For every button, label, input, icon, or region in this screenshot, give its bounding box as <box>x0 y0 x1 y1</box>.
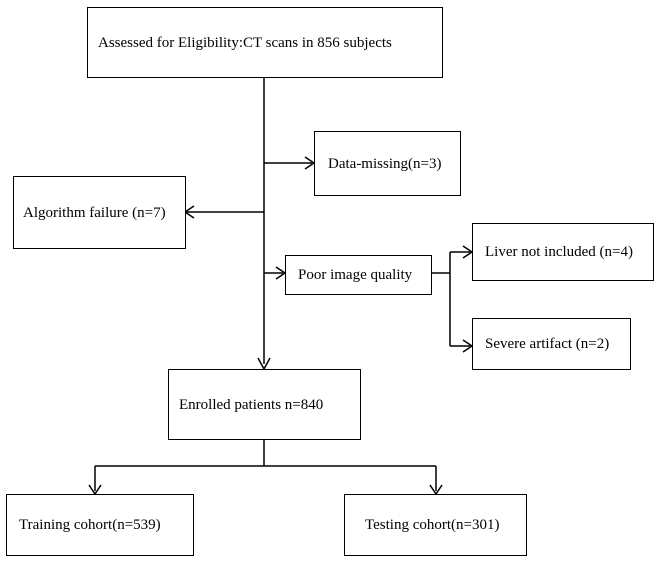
algorithm-failure-label: Algorithm failure (n=7) <box>23 204 166 221</box>
liver-not-included-label: Liver not included (n=4) <box>485 244 634 260</box>
severe-artifact-box: Severe artifact (n=2) <box>472 318 631 370</box>
training-cohort-box: Training cohort(n=539) <box>6 494 194 556</box>
poor-image-quality-label: Poor image quality <box>298 267 413 283</box>
algorithm-failure-box: Algorithm failure (n=7) <box>13 176 186 249</box>
enrolled-patients-label: Enrolled patients n=840 <box>179 396 324 413</box>
enrolled-patients-box: Enrolled patients n=840 <box>168 369 361 440</box>
assessed-eligibility-label: Assessed for Eligibility:CT scans in 856… <box>98 34 392 51</box>
training-cohort-label: Training cohort(n=539) <box>19 517 161 533</box>
liver-not-included-box: Liver not included (n=4) <box>472 223 654 281</box>
assessed-eligibility-box: Assessed for Eligibility:CT scans in 856… <box>87 7 443 78</box>
data-missing-box: Data-missing(n=3) <box>314 131 461 196</box>
severe-artifact-label: Severe artifact (n=2) <box>485 336 610 352</box>
testing-cohort-box: Testing cohort(n=301) <box>344 494 527 556</box>
data-missing-label: Data-missing(n=3) <box>328 155 442 172</box>
testing-cohort-label: Testing cohort(n=301) <box>365 517 500 533</box>
poor-image-quality-box: Poor image quality <box>285 255 432 295</box>
